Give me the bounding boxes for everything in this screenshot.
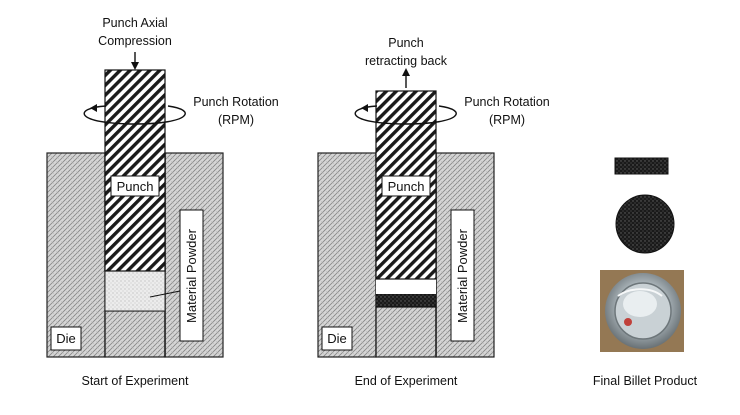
rotation-label-line1: Punch Rotation (193, 95, 279, 109)
billet-photo (600, 270, 684, 352)
die-left-wall (317, 152, 377, 358)
die-bottom-plug (104, 310, 166, 358)
rotation-label-line2: (RPM) (489, 113, 525, 127)
retract-label-line1: Punch (388, 36, 423, 50)
start-panel: Punch Punch Axial Compression Punch Rota… (46, 16, 279, 388)
caption-product: Final Billet Product (593, 374, 698, 388)
sintered-billet (375, 293, 437, 308)
material-powder-fill (104, 270, 166, 312)
die-left-wall (46, 152, 106, 358)
rotation-label-line2: (RPM) (218, 113, 254, 127)
punch-label: Punch (117, 179, 154, 194)
caption-start: Start of Experiment (82, 374, 190, 388)
billet-top-view (615, 194, 675, 254)
rotation-label-line1: Punch Rotation (464, 95, 550, 109)
caption-end: End of Experiment (355, 374, 458, 388)
end-panel: Punch Punch retracting back Punch Rotati… (317, 36, 550, 388)
compression-label-line2: Compression (98, 34, 172, 48)
retract-label-line2: retracting back (365, 54, 448, 68)
powder-label: Material Powder (184, 228, 199, 323)
billet-side-view (614, 157, 669, 175)
punch-body (104, 69, 166, 272)
die-label: Die (56, 331, 76, 346)
product-panel: Final Billet Product (593, 157, 698, 388)
die-bottom-plug (375, 306, 437, 358)
compression-label-line1: Punch Axial (102, 16, 167, 30)
rotation-arrow (354, 105, 457, 125)
die-label: Die (327, 331, 347, 346)
powder-leader-line (149, 290, 181, 298)
punch-label: Punch (388, 179, 425, 194)
powder-label: Material Powder (455, 228, 470, 323)
rotation-arrow (83, 105, 186, 125)
